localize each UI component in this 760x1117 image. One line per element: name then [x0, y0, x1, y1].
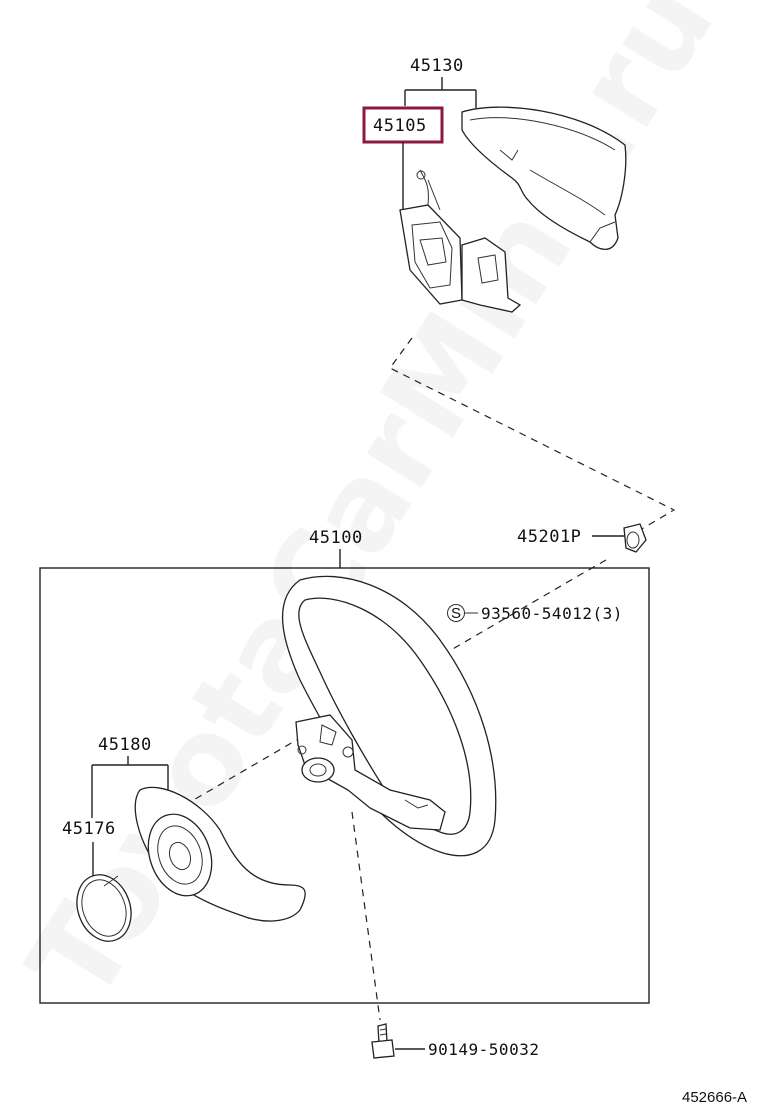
airbag-module-45105	[399, 169, 522, 313]
label-45201p: 45201P	[517, 527, 581, 547]
ring-45176	[76, 874, 132, 942]
axis-line-lower	[351, 811, 381, 1021]
nut-45201p	[623, 523, 647, 553]
label-45180: 45180	[98, 735, 152, 755]
label-93560: 93560-54012(3)	[481, 604, 623, 623]
axis-line-main	[184, 559, 607, 806]
s-marker: S	[451, 605, 461, 622]
leader-45130	[404, 77, 477, 108]
label-90149: 90149-50032	[428, 1040, 539, 1059]
axis-line-upper	[389, 337, 676, 531]
label-45176: 45176	[62, 819, 116, 839]
watermark: ToyotaCarMine.ru	[2, 0, 741, 1025]
label-45100: 45100	[309, 528, 363, 548]
lower-cover-45180	[134, 786, 306, 922]
bolt-90149	[371, 1023, 395, 1059]
reference-code: 452666-A	[682, 1089, 747, 1106]
label-45130: 45130	[410, 56, 464, 76]
label-45105[interactable]: 45105	[373, 116, 427, 136]
assembly-frame-45100	[39, 567, 650, 1004]
leader-45180	[91, 756, 169, 818]
steering-wheel-45100	[281, 575, 497, 857]
airbag-cover-45130	[461, 106, 627, 251]
s-marker-circle	[447, 604, 465, 622]
